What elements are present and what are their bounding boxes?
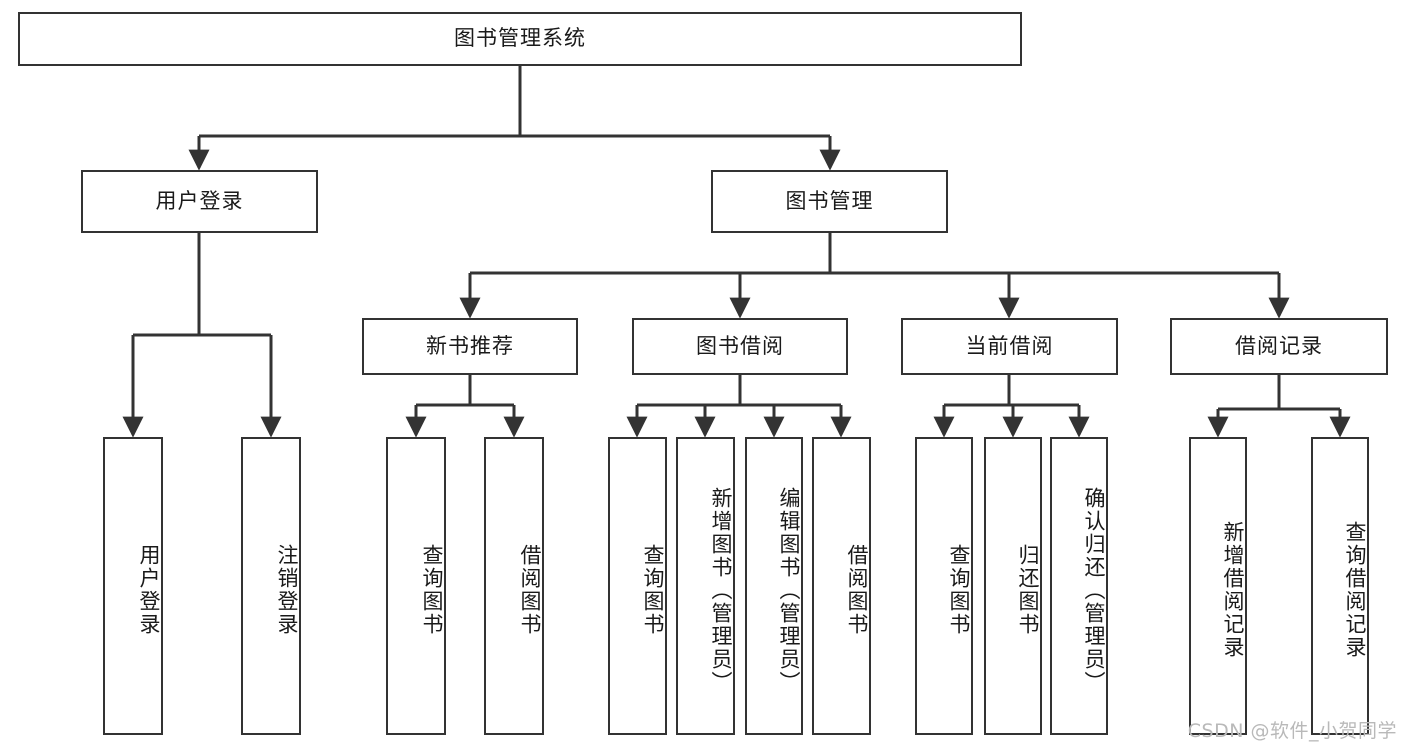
leaf-borrow-borrow-book-label: 借阅图书 [845, 544, 869, 636]
leaf-current-confirm-return-label: 确认归还（管理员） [1082, 486, 1106, 694]
node-book-management[interactable]: 图书管理 [711, 170, 948, 233]
leaf-current-query-book[interactable]: 查询图书 [915, 437, 973, 735]
watermark-text: CSDN @软件_小贺同学 [1187, 720, 1397, 742]
leaf-new-book-borrow-label: 借阅图书 [518, 544, 542, 636]
leaf-new-book-borrow[interactable]: 借阅图书 [484, 437, 544, 735]
leaf-new-book-query-label: 查询图书 [420, 544, 444, 636]
node-book-borrow-label: 图书借阅 [696, 333, 784, 358]
node-new-book-recommend[interactable]: 新书推荐 [362, 318, 578, 375]
node-root-label: 图书管理系统 [454, 26, 586, 51]
node-current-borrow[interactable]: 当前借阅 [901, 318, 1118, 375]
node-user-login-label: 用户登录 [155, 188, 244, 213]
leaf-current-confirm-return[interactable]: 确认归还（管理员） [1050, 437, 1108, 735]
leaf-user-login-signout-label: 注销登录 [275, 544, 299, 636]
leaf-borrow-query-book-label: 查询图书 [641, 544, 665, 636]
leaf-current-return-book-label: 归还图书 [1016, 544, 1040, 636]
leaf-borrow-query-book[interactable]: 查询图书 [608, 437, 667, 735]
leaf-borrow-borrow-book[interactable]: 借阅图书 [812, 437, 871, 735]
leaf-record-query-label: 查询借阅记录 [1343, 521, 1367, 659]
leaf-record-add[interactable]: 新增借阅记录 [1189, 437, 1247, 735]
node-user-login[interactable]: 用户登录 [81, 170, 318, 233]
leaf-record-add-label: 新增借阅记录 [1221, 521, 1245, 659]
leaf-borrow-add-book-label: 新增图书（管理员） [709, 486, 733, 694]
leaf-record-query[interactable]: 查询借阅记录 [1311, 437, 1369, 735]
node-root[interactable]: 图书管理系统 [18, 12, 1022, 66]
leaf-borrow-edit-book[interactable]: 编辑图书（管理员） [745, 437, 803, 735]
node-borrow-record[interactable]: 借阅记录 [1170, 318, 1388, 375]
leaf-user-login-signin[interactable]: 用户登录 [103, 437, 163, 735]
leaf-current-return-book[interactable]: 归还图书 [984, 437, 1042, 735]
leaf-new-book-query[interactable]: 查询图书 [386, 437, 446, 735]
leaf-borrow-edit-book-label: 编辑图书（管理员） [777, 486, 801, 694]
leaf-current-query-book-label: 查询图书 [947, 544, 971, 636]
leaf-user-login-signin-label: 用户登录 [137, 544, 161, 636]
node-book-borrow[interactable]: 图书借阅 [632, 318, 848, 375]
node-current-borrow-label: 当前借阅 [965, 333, 1054, 358]
node-borrow-record-label: 借阅记录 [1235, 333, 1323, 358]
leaf-borrow-add-book[interactable]: 新增图书（管理员） [676, 437, 735, 735]
node-book-management-label: 图书管理 [785, 188, 874, 213]
leaf-user-login-signout[interactable]: 注销登录 [241, 437, 301, 735]
node-new-book-recommend-label: 新书推荐 [426, 333, 514, 358]
